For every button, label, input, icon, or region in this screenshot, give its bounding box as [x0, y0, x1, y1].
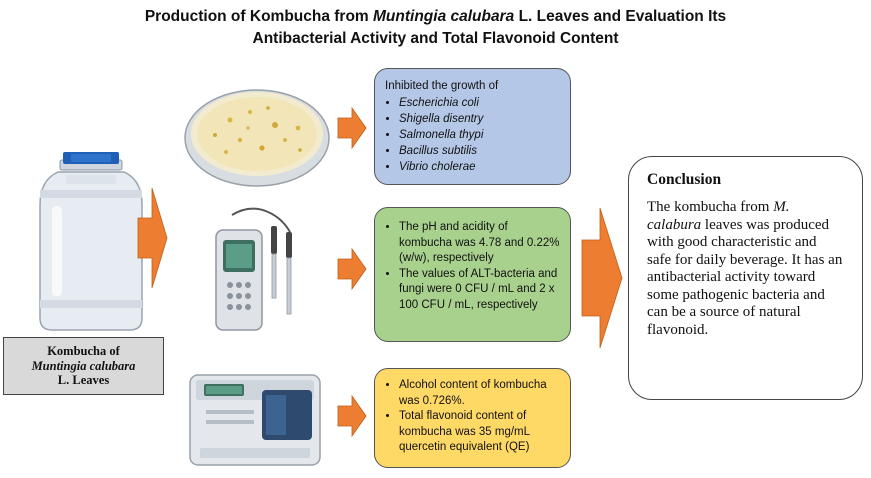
- conclusion-box: Conclusion The kombucha from M. calabura…: [628, 156, 863, 400]
- antibacterial-results-box: Inhibited the growth of Escherichia coli…: [374, 68, 571, 185]
- alcohol-results-list: Alcohol content of kombucha was 0.726%. …: [385, 378, 560, 456]
- arrow-spectro-to-results: [337, 394, 367, 438]
- ph-results-box: The pH and acidity of kombucha was 4.78 …: [374, 207, 571, 342]
- arrow-petri-to-results: [337, 106, 367, 150]
- spectrophotometer-icon: [189, 374, 321, 466]
- ph-meter-icon: [215, 207, 292, 331]
- arrow-bottle-to-tests: [137, 187, 168, 289]
- list-item: Bacillus subtilis: [399, 143, 560, 159]
- conclusion-text: The kombucha from M. calabura leaves was…: [647, 199, 843, 338]
- title-line-2: Antibacterial Activity and Total Flavono…: [252, 30, 619, 47]
- list-item: Vibrio cholerae: [399, 159, 560, 175]
- kombucha-bottle-icon: [39, 152, 143, 331]
- list-item: Total flavonoid content of kombucha was …: [399, 409, 560, 456]
- conclusion-title: Conclusion: [647, 171, 722, 188]
- list-item: The values of ALT-bacteria and fungi wer…: [399, 267, 560, 314]
- product-label-box: Kombucha of Muntingia calubara L. Leaves: [3, 337, 164, 395]
- list-item: The pH and acidity of kombucha was 4.78 …: [399, 220, 560, 267]
- antibacterial-heading: Inhibited the growth of: [385, 80, 499, 92]
- ph-results-list: The pH and acidity of kombucha was 4.78 …: [385, 220, 560, 313]
- page-title: Production of Kombucha from Muntingia ca…: [0, 6, 871, 50]
- list-item: Alcohol content of kombucha was 0.726%.: [399, 378, 560, 409]
- list-item: Salmonella thypi: [399, 127, 560, 143]
- title-line-1: Production of Kombucha from Muntingia ca…: [144, 8, 727, 25]
- petri-dish-icon: [184, 89, 330, 187]
- arrow-results-to-conclusion: [581, 207, 623, 349]
- bacteria-list: Escherichia coli Shigella disentry Salmo…: [385, 95, 560, 175]
- list-item: Escherichia coli: [399, 95, 560, 111]
- list-item: Shigella disentry: [399, 111, 560, 127]
- arrow-ph-to-results: [337, 247, 367, 291]
- alcohol-results-box: Alcohol content of kombucha was 0.726%. …: [374, 368, 571, 468]
